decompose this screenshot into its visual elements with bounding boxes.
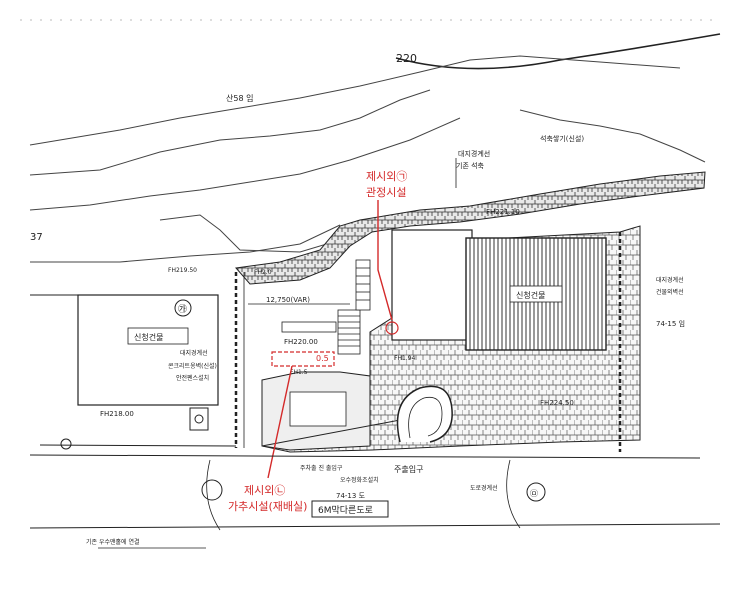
drain-facility-label: 오수정화조설치 (340, 476, 379, 484)
building-pad (391, 229, 473, 341)
existing-drain-label: 기존 우수맨홀에 연결 (86, 538, 140, 546)
contour-220-line (395, 33, 721, 70)
section-line (261, 419, 401, 447)
stair-landing (281, 321, 337, 333)
fh-221-label: FH221.10 (486, 208, 520, 216)
road-manhole-left (201, 479, 223, 501)
site-boundary-top-label: 대지경계선 (458, 149, 490, 158)
new-building-left-label: 신청건물 (134, 332, 163, 342)
drain-box (189, 407, 209, 431)
fh-2-0-label: FH2.0 (254, 269, 272, 276)
remark-shed-title: 제시외㉡ (244, 484, 285, 497)
road-label-box (311, 500, 389, 518)
stairs (337, 259, 371, 355)
remark-0-5-label: 0.5 (316, 354, 329, 363)
road-manhole-right (526, 482, 546, 502)
road-lines (29, 444, 721, 531)
drain-manhole-icon (194, 414, 204, 424)
left-height-label: 37 (30, 232, 43, 243)
stake-marker (60, 438, 72, 450)
right-new-building (465, 237, 607, 351)
dim-12750-label: 12,750(VAR) (266, 296, 310, 304)
right-building-tag (509, 285, 563, 303)
lot-74-15-label: 74-15 임 (656, 320, 685, 328)
shed-structure (289, 391, 347, 427)
road-boundary-label: 도로경계선 (470, 484, 498, 492)
remark-viewing-sub: 관정시설 (366, 186, 406, 199)
fh-218-label: FH218.00 (100, 410, 134, 418)
fh-220-label: FH220.00 (284, 338, 318, 346)
fh-224-label: FH224.50 (540, 399, 574, 407)
stone-retaining-wall (235, 171, 706, 285)
remark-viewing-pointer (377, 200, 393, 321)
stone-new-label: 석축쌓기(신설) (540, 134, 584, 143)
site-boundary-left-label: 대지경계선 (180, 349, 208, 357)
remark-shed-sub: 가추시설(재배실) (228, 500, 307, 513)
existing-stone-label: 기존 석축 (456, 161, 485, 170)
remark-shed-box (271, 351, 335, 367)
concrete-retaining-label: 콘크리트옹벽(신설) (168, 362, 217, 370)
mountain-lot-label: 산58 임 (226, 93, 253, 103)
terrain-contours (29, 55, 706, 263)
building-outer-wall-label: 건물외벽선 (656, 288, 684, 296)
remark-viewing-marker (385, 321, 399, 335)
parking-entrance-label: 주차출 진 출입구 (300, 464, 343, 472)
marker-e-label: ㉤ (530, 489, 538, 498)
left-building-tag (127, 327, 189, 345)
fh-1-94-label: FH1.94 (394, 355, 416, 362)
remark-shed-pointer (267, 365, 293, 479)
new-building-right-label: 신청건물 (516, 290, 545, 300)
left-building-outline (77, 294, 219, 406)
road-label: 6M막다른도로 (318, 505, 373, 516)
entrance-label: 주출입구 (394, 464, 423, 474)
marker-circle (174, 299, 192, 317)
fh-1-5-label: FH1.5 (290, 369, 308, 376)
fh-219-label: FH219.50 (168, 267, 197, 274)
remark-viewing-title: 제시외㉠ (366, 170, 407, 183)
site-boundary-right-label: 대지경계선 (656, 276, 684, 284)
marker-a: ㉮ (178, 304, 187, 315)
lot-74-13-label: 74-13 도 (336, 492, 366, 500)
safety-fence-label: 안전펜스설치 (176, 374, 209, 382)
contour-220-label: 220 (396, 52, 417, 65)
spiral-walkway-inner (408, 396, 443, 439)
